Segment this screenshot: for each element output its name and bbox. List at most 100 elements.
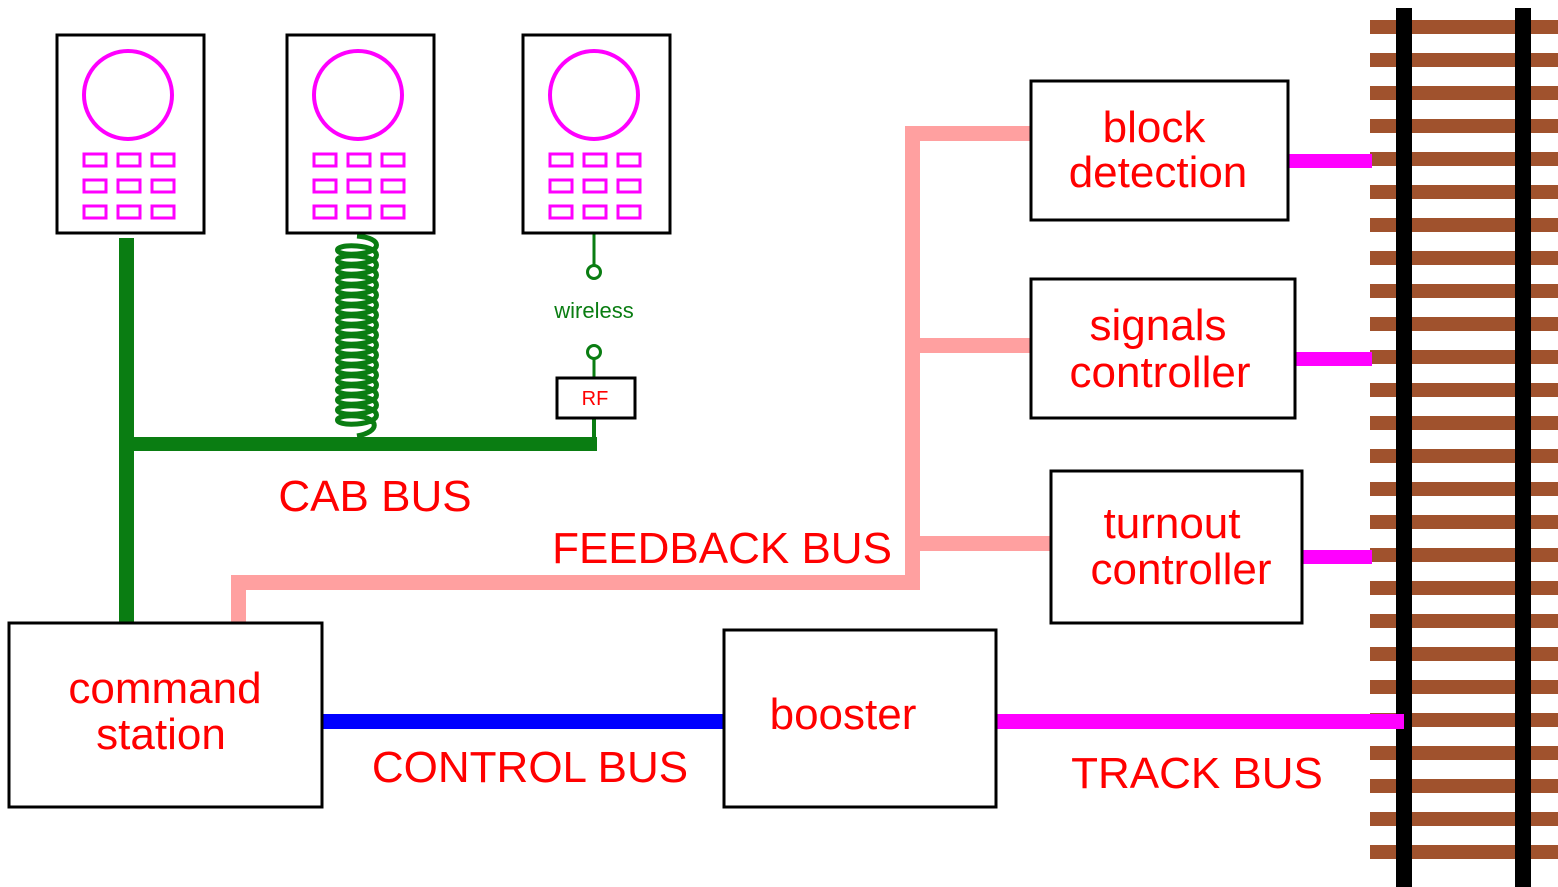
keypad-key-icon	[616, 178, 642, 194]
railroad-track-icon	[1370, 8, 1558, 887]
control-bus	[322, 714, 724, 729]
command-station-line-1: command	[68, 664, 261, 713]
track-tie	[1370, 218, 1558, 232]
receiver-antenna-tip-icon	[586, 344, 602, 360]
track-tie	[1370, 284, 1558, 298]
handheld-body	[521, 33, 672, 235]
keypad-key-icon	[380, 178, 406, 194]
signals-controller-line-2: controller	[1070, 348, 1251, 397]
track-tie	[1370, 746, 1558, 760]
track-tie	[1370, 86, 1558, 100]
track-tie	[1370, 416, 1558, 430]
rf-label: RF	[582, 388, 609, 410]
handheld-throttle-icon	[55, 33, 206, 235]
track-tie	[1370, 614, 1558, 628]
signals-controller-line-1: signals	[1090, 301, 1227, 350]
handheld-body	[285, 33, 436, 235]
keypad-key-icon	[82, 152, 108, 168]
booster-label: booster	[770, 690, 917, 739]
command-station-line-2: station	[96, 710, 226, 759]
cab-bus-vertical	[119, 238, 134, 623]
track-tie	[1370, 482, 1558, 496]
track-tie	[1370, 317, 1558, 331]
track-tie	[1370, 119, 1558, 133]
track-tie	[1370, 251, 1558, 265]
keypad-key-icon	[82, 178, 108, 194]
keypad-key-icon	[312, 152, 338, 168]
track-tie	[1370, 713, 1558, 727]
turnout-controller-line-2: controller	[1091, 545, 1272, 594]
track-bus-turnout	[1302, 550, 1372, 564]
keypad-key-icon	[548, 204, 574, 220]
feedback-bus-to-signals	[905, 338, 1031, 353]
track-tie	[1370, 383, 1558, 397]
track-tie	[1370, 647, 1558, 661]
turnout-controller-line-1: turnout	[1104, 499, 1241, 548]
left-rail	[1396, 8, 1412, 887]
track-tie	[1370, 53, 1558, 67]
handheld-cabs	[55, 33, 672, 235]
keypad-key-icon	[548, 152, 574, 168]
coiled-cord-icon	[335, 233, 379, 439]
keypad-key-icon	[82, 204, 108, 220]
control-bus-label: CONTROL BUS	[372, 743, 688, 792]
block-detection-line-1: block	[1103, 103, 1207, 152]
track-tie	[1370, 185, 1558, 199]
keypad-key-icon	[380, 204, 406, 220]
signals-controller-box: signals controller	[1029, 277, 1297, 420]
keypad-key-icon	[346, 204, 372, 220]
track-bus-label: TRACK BUS	[1071, 749, 1323, 798]
keypad-key-icon	[150, 204, 176, 220]
track-bus-signals	[1295, 352, 1372, 366]
keypad-key-icon	[582, 178, 608, 194]
keypad-key-icon	[150, 178, 176, 194]
track-tie	[1370, 680, 1558, 694]
handheld-throttle-icon	[285, 33, 436, 235]
feedback-bus-to-block	[905, 126, 1031, 141]
keypad-key-icon	[312, 204, 338, 220]
handheld-throttle-icon	[521, 33, 672, 235]
track-bus-block	[1288, 154, 1372, 168]
track-tie	[1370, 20, 1558, 34]
track-tie	[1370, 845, 1558, 859]
keypad-key-icon	[346, 178, 372, 194]
antenna-tip-icon	[586, 264, 602, 280]
track-tie	[1370, 548, 1558, 562]
cab-bus: wireless	[119, 233, 634, 623]
keypad-key-icon	[150, 152, 176, 168]
wireless-label: wireless	[553, 298, 633, 323]
feedback-bus-label: FEEDBACK BUS	[552, 524, 892, 573]
feedback-bus-horizontal	[231, 575, 920, 590]
track-tie	[1370, 449, 1558, 463]
right-rail	[1515, 8, 1531, 887]
track-ties	[1370, 20, 1558, 859]
track-tie	[1370, 779, 1558, 793]
track-tie	[1370, 152, 1558, 166]
cab-bus-horizontal	[119, 437, 597, 451]
cab-bus-label: CAB BUS	[278, 472, 471, 521]
track-tie	[1370, 581, 1558, 595]
command-station-box: command station	[7, 621, 324, 809]
keypad-key-icon	[312, 178, 338, 194]
booster-box: booster	[722, 628, 998, 809]
track-tie	[1370, 515, 1558, 529]
keypad-key-icon	[346, 152, 372, 168]
block-detection-box: block detection	[1029, 79, 1290, 222]
track-bus-booster	[996, 714, 1404, 729]
keypad-key-icon	[582, 204, 608, 220]
keypad-key-icon	[116, 152, 142, 168]
track-tie	[1370, 812, 1558, 826]
handheld-body	[55, 33, 206, 235]
keypad-key-icon	[548, 178, 574, 194]
turnout-controller-box: turnout controller	[1049, 469, 1304, 625]
track-bus	[996, 154, 1404, 729]
track-tie	[1370, 350, 1558, 364]
rf-receiver: RF	[555, 376, 637, 420]
keypad-key-icon	[116, 204, 142, 220]
keypad-key-icon	[380, 152, 406, 168]
keypad-key-icon	[582, 152, 608, 168]
keypad-key-icon	[616, 152, 642, 168]
keypad-key-icon	[116, 178, 142, 194]
feedback-bus-trunk	[905, 126, 920, 590]
